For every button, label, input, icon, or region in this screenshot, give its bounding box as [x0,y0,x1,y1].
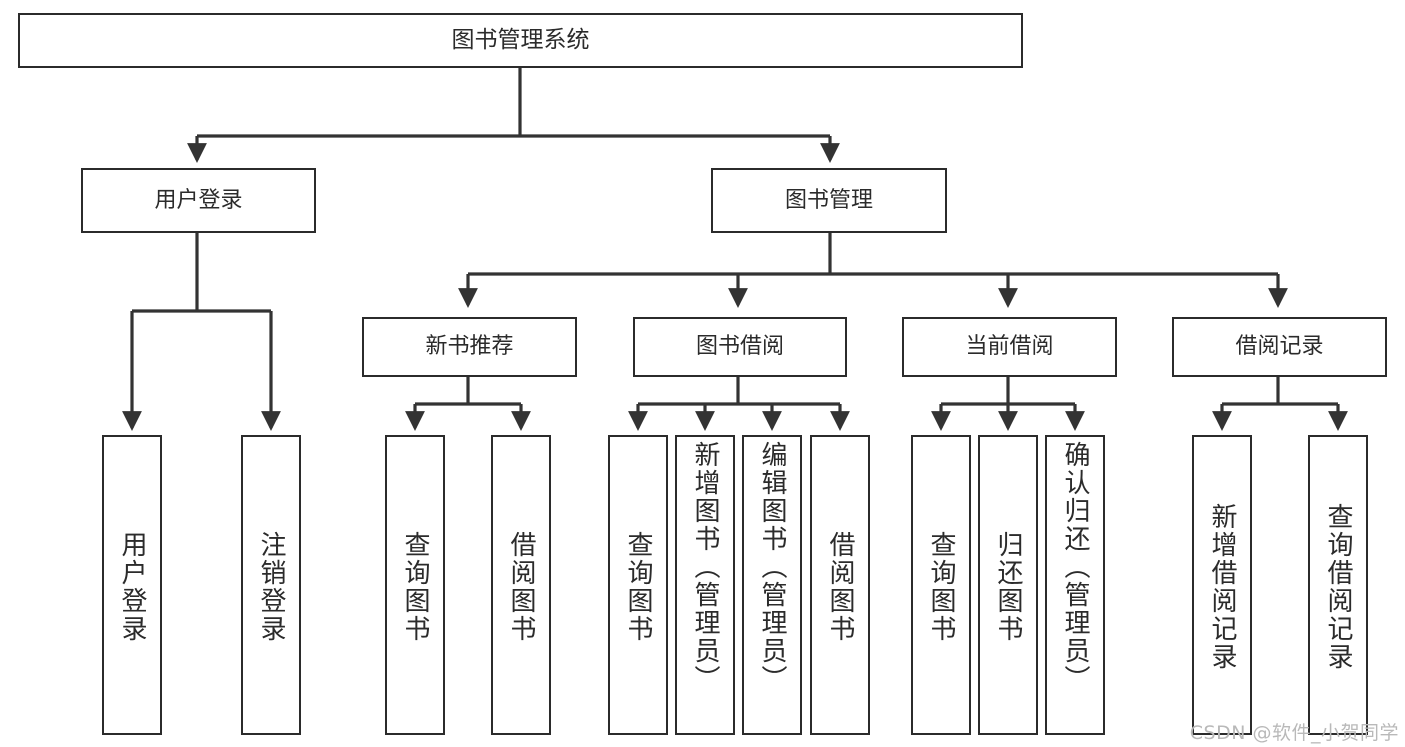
node-label: 新增图书（管理员） [690,441,720,693]
node-current-borrow[interactable]: 当前借阅 [902,317,1117,377]
leaf-query-record[interactable]: 查询借阅记录 [1308,435,1368,735]
node-label: 查询图书 [623,531,653,643]
leaf-logout-login[interactable]: 注销登录 [241,435,301,735]
leaf-borrow-book-2[interactable]: 借阅图书 [810,435,870,735]
node-label: 新书推荐 [425,334,514,360]
node-root-system[interactable]: 图书管理系统 [18,13,1023,68]
node-label: 借阅图书 [825,531,855,643]
node-new-book-recommend[interactable]: 新书推荐 [362,317,577,377]
leaf-confirm-return[interactable]: 确认归还（管理员） [1045,435,1105,735]
node-label: 编辑图书（管理员） [757,441,787,693]
node-label: 当前借阅 [965,334,1054,360]
node-label: 确认归还（管理员） [1060,441,1090,693]
node-book-manage[interactable]: 图书管理 [711,168,947,233]
node-label: 新增借阅记录 [1207,503,1237,671]
node-label: 用户登录 [154,187,243,213]
node-label: 图书管理 [784,187,873,213]
leaf-add-record[interactable]: 新增借阅记录 [1192,435,1252,735]
leaf-query-book-1[interactable]: 查询图书 [385,435,445,735]
node-label: 查询图书 [926,531,956,643]
watermark-text: CSDN @软件_小贺同学 [1189,722,1399,744]
node-label: 注销登录 [256,531,286,643]
node-borrow-record[interactable]: 借阅记录 [1172,317,1387,377]
node-book-borrow[interactable]: 图书借阅 [633,317,847,377]
leaf-edit-book[interactable]: 编辑图书（管理员） [742,435,802,735]
leaf-query-book-2[interactable]: 查询图书 [608,435,668,735]
leaf-query-book-3[interactable]: 查询图书 [911,435,971,735]
node-user-login[interactable]: 用户登录 [81,168,316,233]
node-label: 借阅图书 [506,531,536,643]
node-label: 借阅记录 [1235,334,1324,360]
node-label: 用户登录 [117,531,147,643]
leaf-return-book[interactable]: 归还图书 [978,435,1038,735]
leaf-add-book[interactable]: 新增图书（管理员） [675,435,735,735]
leaf-user-login[interactable]: 用户登录 [102,435,162,735]
node-label: 图书管理系统 [451,26,590,53]
node-label: 查询图书 [400,531,430,643]
node-label: 查询借阅记录 [1323,503,1353,671]
node-label: 图书借阅 [695,334,784,360]
leaf-borrow-book-1[interactable]: 借阅图书 [491,435,551,735]
node-label: 归还图书 [993,531,1023,643]
